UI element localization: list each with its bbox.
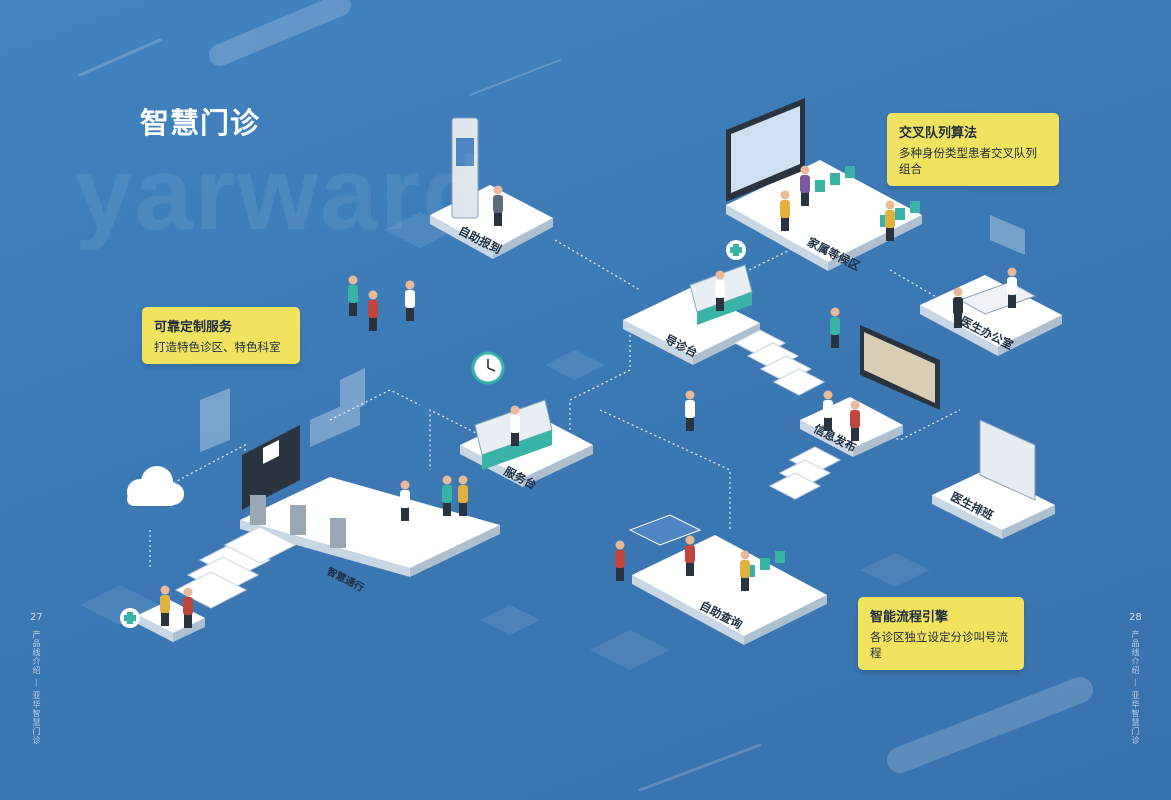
callout-flow-engine: 智能流程引擎 各诊区独立设定分诊叫号流程 [858, 597, 1024, 670]
platform-guide-desk [623, 288, 760, 365]
person-figure [405, 280, 415, 321]
callout-sub: 多种身份类型患者交叉队列组合 [899, 146, 1037, 176]
person-figure [800, 165, 810, 206]
person-figure [400, 480, 410, 521]
page-title: 智慧门诊 [140, 106, 261, 140]
person-figure [685, 390, 695, 431]
callout-heading: 交叉队列算法 [899, 126, 978, 141]
person-figure [160, 585, 170, 626]
person-figure [780, 190, 790, 231]
callout-sub: 打造特色诊区、特色科室 [154, 340, 281, 354]
person-figure [348, 275, 358, 316]
person-figure [685, 535, 695, 576]
person-figure [823, 390, 833, 431]
callout-heading: 智能流程引擎 [870, 610, 949, 625]
platform-doctor-schedule [932, 470, 1055, 539]
person-figure [885, 200, 895, 241]
person-figure [850, 400, 860, 441]
callout-heading: 可靠定制服务 [154, 320, 233, 335]
platform-family-waiting [726, 160, 922, 271]
person-figure [1007, 267, 1017, 308]
callout-sub: 各诊区独立设定分诊叫号流程 [870, 630, 1008, 660]
person-figure [458, 475, 468, 516]
platform-smart-pass [240, 477, 500, 577]
brand-watermark: yarward [75, 136, 488, 252]
person-figure [953, 287, 963, 328]
person-figure [740, 550, 750, 591]
person-figure [368, 290, 378, 331]
side-text-right: 产品线介绍 — 亚华智慧门诊 [1131, 630, 1140, 746]
person-figure [830, 307, 840, 348]
person-figure [615, 540, 625, 581]
page-number-right: 28 [1129, 612, 1142, 623]
person-figure [442, 475, 452, 516]
person-figure [493, 185, 503, 226]
person-figure [510, 405, 520, 446]
side-text-left: 产品线介绍 — 亚华智慧门诊 [32, 630, 41, 746]
person-figure [715, 270, 725, 311]
person-figure [183, 587, 193, 628]
page-number-left: 27 [30, 612, 43, 623]
callout-cross-queue: 交叉队列算法 多种身份类型患者交叉队列组合 [887, 113, 1059, 186]
callout-custom-service: 可靠定制服务 打造特色诊区、特色科室 [142, 307, 300, 364]
platform-self-query [632, 535, 827, 645]
